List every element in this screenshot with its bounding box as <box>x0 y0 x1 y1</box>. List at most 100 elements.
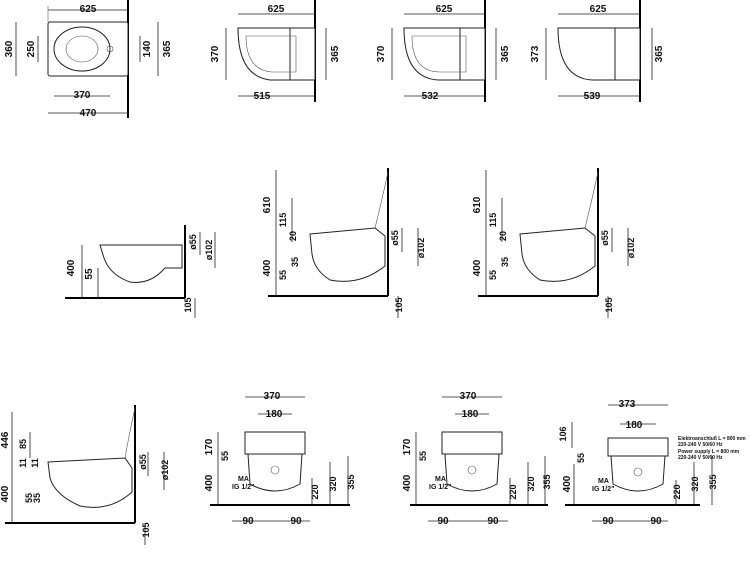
side-view-1: 400 55 ø55 ø102 105 <box>65 225 216 318</box>
dim-label: 625 <box>590 4 607 15</box>
dim-label: 105 <box>141 522 151 537</box>
dim-label: 115 <box>488 213 498 228</box>
dim-label: 170 <box>204 438 215 455</box>
dim-label: ø55 <box>188 234 198 250</box>
front-view-1: 370 180 170 55 400 MA IG 1/2" 220 320 35… <box>204 391 356 527</box>
dim-label: 90 <box>602 516 614 527</box>
top-view-4: 625 373 365 539 <box>530 0 665 102</box>
dim-label: 400 <box>0 485 11 502</box>
dim-label: 446 <box>0 431 11 448</box>
ma-label: MA <box>238 476 249 483</box>
dim-label: 250 <box>26 40 37 57</box>
dim-label: 220 <box>310 484 320 499</box>
side-view-2: 610 115 20 400 35 55 ø55 ø102 105 <box>262 168 426 318</box>
dim-label: 625 <box>268 4 285 15</box>
dim-label: 55 <box>576 453 586 463</box>
dim-label: 400 <box>204 474 215 491</box>
dim-label: 35 <box>500 257 510 267</box>
dim-label: 35 <box>290 257 300 267</box>
dim-label: 610 <box>472 196 483 213</box>
dim-label: 90 <box>487 516 499 527</box>
dim-label: 373 <box>619 399 636 410</box>
top-view-1: 625 360 250 140 365 370 470 <box>4 0 173 119</box>
dim-label: 170 <box>402 438 413 455</box>
dim-label: 365 <box>654 45 665 62</box>
front-view-2: 370 180 170 55 400 MA IG 1/2" 220 320 35… <box>402 391 552 527</box>
dim-label: 105 <box>183 297 193 312</box>
dim-label: 373 <box>530 45 541 62</box>
dim-label: 106 <box>558 426 568 441</box>
dim-label: 355 <box>542 474 552 489</box>
dim-label: 90 <box>650 516 662 527</box>
dim-label: 365 <box>162 40 173 57</box>
dim-label: 400 <box>66 259 77 276</box>
dim-label: 532 <box>422 91 439 102</box>
ma-label: MA <box>435 476 446 483</box>
dim-label: 55 <box>278 270 288 280</box>
dim-label: ø102 <box>416 238 426 259</box>
dim-label: 610 <box>262 196 273 213</box>
dim-label: 90 <box>242 516 254 527</box>
dim-label: 85 <box>18 439 28 449</box>
dim-label: 515 <box>254 91 271 102</box>
dim-label: 180 <box>626 420 643 431</box>
dim-label: 370 <box>460 391 477 402</box>
dim-label: 115 <box>278 213 288 228</box>
ma-label: IG 1/2" <box>232 484 254 491</box>
side-view-4: 446 85 11 11 400 55 35 ø55 ø102 105 <box>0 405 170 545</box>
dim-label: 11 <box>30 458 40 468</box>
top-view-2: 625 370 365 515 <box>210 0 341 102</box>
dim-label: ø102 <box>626 238 636 259</box>
dim-label: 220 <box>672 484 682 499</box>
dim-label: 370 <box>74 90 91 101</box>
note-text: 220-240 V 50/60 Hz <box>678 442 723 448</box>
front-view-3: 373 180 106 55 400 MA IG 1/2" 220 320 35… <box>558 399 746 527</box>
ma-label: IG 1/2" <box>429 484 451 491</box>
dim-label: 365 <box>330 45 341 62</box>
dim-label: 55 <box>418 451 428 461</box>
dim-label: 370 <box>264 391 281 402</box>
dim-label: 20 <box>498 231 508 241</box>
dim-label: 539 <box>584 91 601 102</box>
dim-label: 355 <box>708 474 718 489</box>
dim-label: ø55 <box>600 230 610 246</box>
dim-label: 625 <box>80 4 97 15</box>
dim-label: 55 <box>488 270 498 280</box>
dim-label: 55 <box>24 493 34 503</box>
dim-label: 370 <box>376 45 387 62</box>
dim-label: 625 <box>436 4 453 15</box>
dim-label: 105 <box>604 297 614 312</box>
dim-label: 20 <box>288 231 298 241</box>
note-text: Power supply L = 800 mm <box>678 449 740 455</box>
dim-label: 90 <box>290 516 302 527</box>
dim-label: 365 <box>500 45 511 62</box>
top-view-3: 625 370 365 532 <box>376 0 511 102</box>
dim-label: 400 <box>262 259 273 276</box>
dim-label: 355 <box>346 474 356 489</box>
dim-label: 55 <box>220 451 230 461</box>
dim-label: 370 <box>210 45 221 62</box>
dim-label: 320 <box>328 476 338 491</box>
dim-label: 35 <box>32 493 42 503</box>
dim-label: 180 <box>266 409 283 420</box>
ma-label: IG 1/2" <box>592 486 614 493</box>
dim-label: 360 <box>4 40 15 57</box>
dim-label: 220 <box>508 484 518 499</box>
ma-label: MA <box>598 478 609 485</box>
dim-label: 470 <box>80 108 97 119</box>
dim-label: 400 <box>472 259 483 276</box>
dim-label: 105 <box>394 297 404 312</box>
dim-label: 90 <box>437 516 449 527</box>
dim-label: 140 <box>142 40 153 57</box>
note-text: Elektroanschluß L = 800 mm <box>678 436 746 442</box>
dim-label: 180 <box>462 409 479 420</box>
dim-label: 11 <box>18 458 28 468</box>
dim-label: 55 <box>84 268 95 280</box>
dim-label: 320 <box>690 476 700 491</box>
dim-label: 400 <box>402 474 413 491</box>
dim-label: ø55 <box>138 454 148 470</box>
dim-label: 400 <box>562 475 573 492</box>
dim-label: ø102 <box>204 240 214 261</box>
dim-label: 320 <box>526 476 536 491</box>
